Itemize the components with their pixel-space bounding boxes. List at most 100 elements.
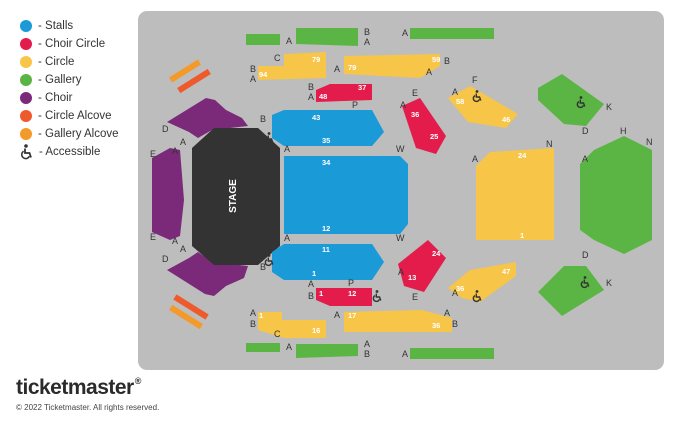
gallery-right-bottom[interactable]	[538, 266, 604, 316]
gallery-bottom-centre[interactable]	[296, 344, 358, 358]
row-label: A	[286, 342, 292, 352]
circle-top-left[interactable]	[258, 52, 326, 80]
stage	[192, 128, 280, 265]
seat-number: 12	[322, 224, 330, 233]
row-label: B	[308, 291, 314, 301]
row-label: B	[364, 27, 370, 37]
legend-item-circle-alcove[interactable]: - Circle Alcove	[20, 107, 119, 125]
choir-circle-right-top[interactable]	[402, 98, 446, 154]
stalls-centre[interactable]	[284, 156, 408, 234]
gallery-alcove-bottom[interactable]	[169, 304, 203, 330]
gallery-top-centre[interactable]	[296, 28, 358, 46]
legend: - Stalls - Choir Circle - Circle - Galle…	[20, 17, 119, 161]
row-label: F	[472, 75, 478, 85]
choir-circle-bottom[interactable]	[316, 288, 372, 306]
gallery-alcove-color-dot	[20, 128, 32, 140]
row-label: C	[274, 53, 281, 63]
row-label: A	[472, 154, 478, 164]
wheelchair-icon	[264, 254, 274, 267]
brand-mark: ®	[134, 376, 142, 386]
row-label: C	[274, 329, 281, 339]
choir-circle-right-bottom[interactable]	[398, 240, 446, 292]
gallery-bottom-right[interactable]	[410, 348, 494, 359]
seat-number: 79	[312, 55, 320, 64]
wheelchair-icon	[580, 276, 590, 289]
choir-circle-top[interactable]	[316, 84, 372, 102]
legend-item-accessible[interactable]: - Accessible	[20, 143, 119, 161]
circle-top-right[interactable]	[344, 54, 440, 78]
seat-number: 47	[502, 267, 510, 276]
gallery-top-left[interactable]	[246, 34, 280, 45]
seat-number: 1	[259, 311, 263, 320]
row-label: A	[308, 92, 314, 102]
circle-right-bottom[interactable]	[448, 262, 516, 302]
seat-number: 59	[432, 55, 440, 64]
row-label: B	[260, 114, 266, 124]
stalls-color-dot	[20, 20, 32, 32]
gallery-color-dot	[20, 74, 32, 86]
gallery-right[interactable]	[580, 136, 652, 254]
legend-item-choir-circle[interactable]: - Choir Circle	[20, 35, 119, 53]
choir-lower[interactable]	[167, 252, 248, 296]
copyright-text: © 2022 Ticketmaster. All rights reserved…	[16, 403, 160, 412]
legend-item-gallery-alcove[interactable]: - Gallery Alcove	[20, 125, 119, 143]
seat-number: 79	[348, 63, 356, 72]
circle-centre[interactable]	[476, 148, 554, 240]
seat-number: 1	[319, 289, 323, 298]
row-label: A	[582, 154, 588, 164]
row-label: E	[150, 149, 156, 159]
row-label: A	[402, 349, 408, 359]
stalls-upper[interactable]	[272, 110, 384, 146]
row-label: B	[308, 82, 314, 92]
row-label: A	[180, 244, 186, 254]
gallery-top-right[interactable]	[410, 28, 494, 39]
gallery-right-top[interactable]	[538, 74, 604, 126]
row-label: A	[172, 146, 178, 156]
row-label: A	[400, 100, 406, 110]
legend-item-choir[interactable]: - Choir	[20, 89, 119, 107]
seat-number: 17	[348, 311, 356, 320]
row-label: A	[334, 310, 340, 320]
row-label: A	[334, 64, 340, 74]
seat-number: 12	[348, 289, 356, 298]
row-label: P	[352, 100, 358, 110]
row-label: K	[606, 278, 612, 288]
row-label: A	[286, 36, 292, 46]
stage-label: STAGE	[228, 179, 239, 213]
legend-label: - Circle	[38, 56, 75, 68]
row-label: D	[162, 254, 169, 264]
legend-item-stalls[interactable]: - Stalls	[20, 17, 119, 35]
row-label: N	[546, 139, 553, 149]
row-label: E	[150, 232, 156, 242]
stalls-lower[interactable]	[272, 244, 384, 280]
row-label: A	[402, 28, 408, 38]
seat-number: 36	[432, 321, 440, 330]
legend-item-circle[interactable]: - Circle	[20, 53, 119, 71]
gallery-alcove-top[interactable]	[168, 59, 202, 83]
choir-circle-color-dot	[20, 38, 32, 50]
circle-right-top[interactable]	[448, 86, 518, 128]
row-label: A	[444, 308, 450, 318]
ticketmaster-logo[interactable]: ticketmaster®	[16, 376, 141, 400]
legend-label: - Accessible	[39, 146, 101, 158]
circle-alcove-top[interactable]	[177, 68, 211, 94]
legend-item-gallery[interactable]: - Gallery	[20, 71, 119, 89]
circle-bottom-right[interactable]	[344, 310, 452, 332]
circle-bottom-left[interactable]	[258, 312, 326, 338]
seat-number: 58	[456, 97, 464, 106]
row-label: D	[582, 250, 589, 260]
row-label: A	[452, 288, 458, 298]
choir-left[interactable]	[152, 148, 184, 240]
row-label: A	[172, 236, 178, 246]
seat-number: 43	[312, 113, 320, 122]
row-label: A	[364, 339, 370, 349]
gallery-bottom-left[interactable]	[246, 343, 280, 352]
seat-number: 35	[322, 136, 330, 145]
seat-number: 94	[259, 70, 268, 79]
seat-number: 37	[358, 83, 366, 92]
circle-color-dot	[20, 56, 32, 68]
row-label: B	[250, 319, 256, 329]
circle-alcove-bottom[interactable]	[173, 294, 209, 320]
row-labels: A B A A C B A A B A B A E A F A B P A W …	[150, 27, 653, 359]
